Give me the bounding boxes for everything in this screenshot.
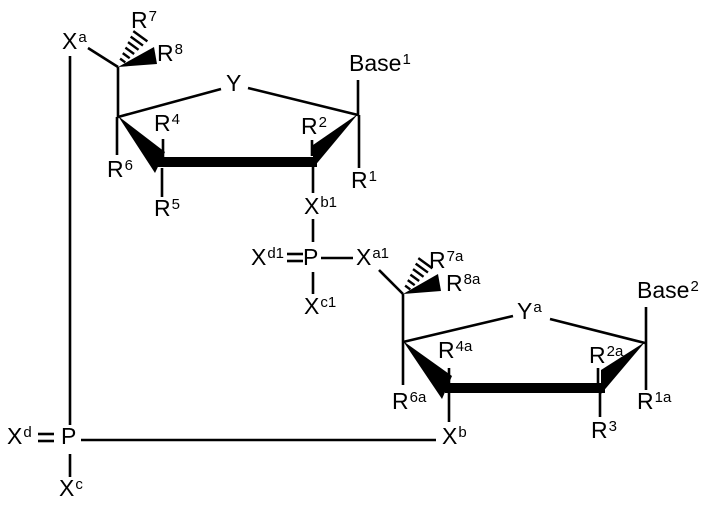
label-xc1: Xc1 [304,293,337,319]
bond-lines [38,46,648,477]
wedge-ring1-left [118,116,165,173]
label-y: Y [226,70,242,96]
label-r4: R4 [154,110,180,136]
label-p1: P [303,244,319,270]
wedge-ring2-right [601,342,645,394]
label-p2: P [61,423,77,449]
label-r2a: R2a [589,342,624,368]
label-xc: Xc [59,475,83,501]
hash-wedge-ca-r7a [404,257,434,291]
bond-ya-to-ring2-right [549,317,646,345]
label-r1a: R1a [637,388,672,414]
bond-ring2-left-to-ya [402,314,514,344]
label-r6a: R6a [392,388,427,414]
bond-ring1-left-to-y [117,87,222,119]
label-base1: Base1 [349,50,411,76]
bold-bonds [157,157,605,393]
hash-mark [132,30,149,43]
wedge-c-r8 [118,47,157,67]
label-r2: R2 [301,113,327,139]
label-xb1: Xb1 [304,193,338,219]
hash-mark [417,257,434,270]
label-xa: Xa [62,28,87,54]
label-xb: Xb [442,423,467,449]
wedge-ring2-left [403,341,452,399]
hash-mark [409,273,420,282]
hash-mark [129,35,144,47]
hash-mark [124,46,135,55]
label-xa1: Xa1 [356,244,390,270]
label-r7: R7 [131,7,157,33]
bond-xa1-ca [378,269,404,295]
label-ya: Ya [517,298,542,324]
hash-wedge-c-r7 [119,30,149,64]
hash-mark [127,41,140,51]
hash-mark [119,57,126,64]
label-xd: Xd [7,423,32,449]
bond-y-to-ring1-right [247,86,359,117]
label-r7a: R7a [429,247,464,273]
hash-mark [412,268,425,278]
hash-mark [407,279,416,287]
hash-mark [414,262,429,274]
wedge-bonds [118,47,645,399]
label-r6: R6 [107,156,133,182]
label-r4a: R4a [438,337,473,363]
label-r5: R5 [154,195,180,221]
label-base2: Base2 [637,277,699,303]
label-r1: R1 [351,167,377,193]
label-r3: R3 [591,417,617,443]
label-xd1: Xd1 [251,244,285,270]
wedge-ring1-right [313,114,358,168]
wedge-ca-r8a [403,274,441,294]
label-r8a: R8a [446,270,481,296]
hash-mark [122,52,131,60]
hash-mark [404,284,411,291]
bond-xa-c [87,46,119,69]
label-r8: R8 [157,40,183,66]
